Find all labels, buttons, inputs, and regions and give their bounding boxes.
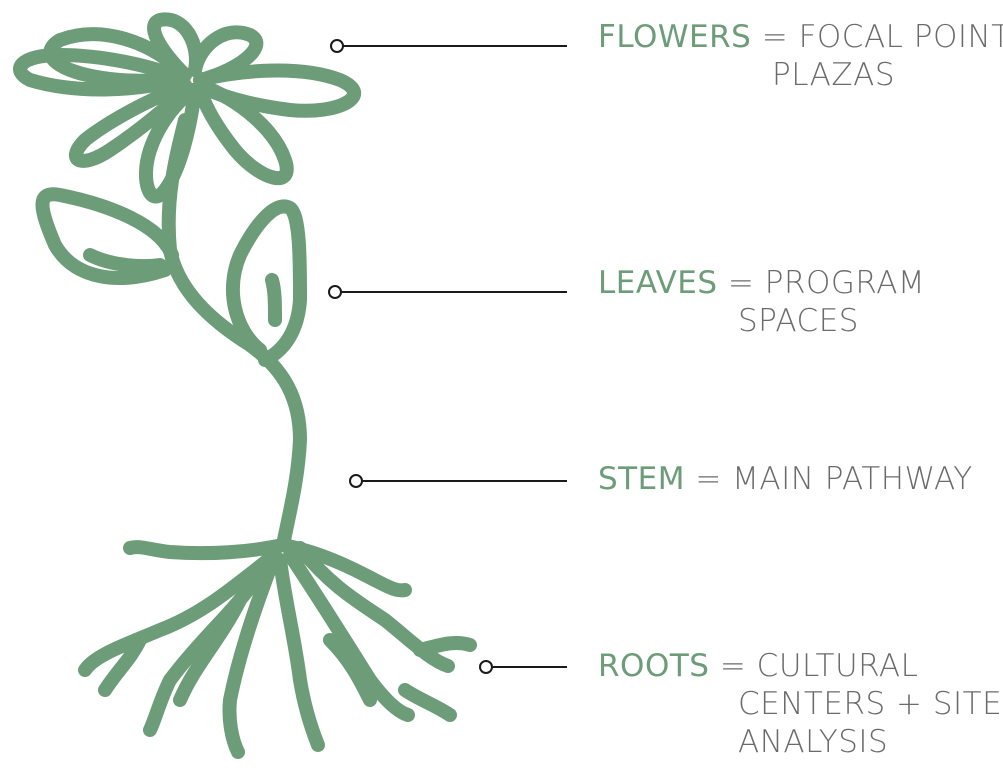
annotation-text-cont: SPACES	[738, 303, 859, 339]
roots-shape	[78, 538, 477, 759]
leader-line-flowers	[330, 39, 567, 53]
annotation-text: FOCAL POINT	[798, 19, 1003, 55]
leader-line-roots	[479, 660, 567, 674]
annotation-text-cont: CENTERS + SITE	[738, 686, 1003, 722]
annotation-flowers: FLOWERS = FOCAL POINT PLAZAS	[598, 18, 1003, 94]
annotation-text-cont: ANALYSIS	[738, 724, 889, 760]
annotation-separator: =	[719, 648, 747, 684]
annotation-key: LEAVES	[598, 265, 718, 301]
leaf-icon	[35, 187, 307, 367]
annotation-leaves: LEAVES = PROGRAM SPACES	[598, 264, 925, 340]
annotation-text: CULTURAL	[756, 648, 919, 684]
flower-icon	[13, 12, 361, 204]
leader-line-stem	[349, 474, 567, 488]
annotation-separator: =	[727, 265, 755, 301]
annotation-text: PROGRAM	[764, 265, 926, 301]
annotation-text: MAIN PATHWAY	[732, 461, 973, 497]
annotation-roots: ROOTS = CULTURAL CENTERS + SITE ANALYSIS	[598, 647, 1002, 761]
annotation-separator: =	[695, 461, 722, 497]
annotation-key: STEM	[598, 461, 685, 497]
annotation-key: ROOTS	[598, 648, 710, 684]
annotation-stem: STEM = MAIN PATHWAY	[598, 460, 973, 498]
annotation-key: FLOWERS	[598, 19, 752, 55]
annotation-separator: =	[761, 19, 789, 55]
annotation-text-cont: PLAZAS	[772, 57, 896, 93]
leader-line-leaves	[328, 285, 567, 299]
